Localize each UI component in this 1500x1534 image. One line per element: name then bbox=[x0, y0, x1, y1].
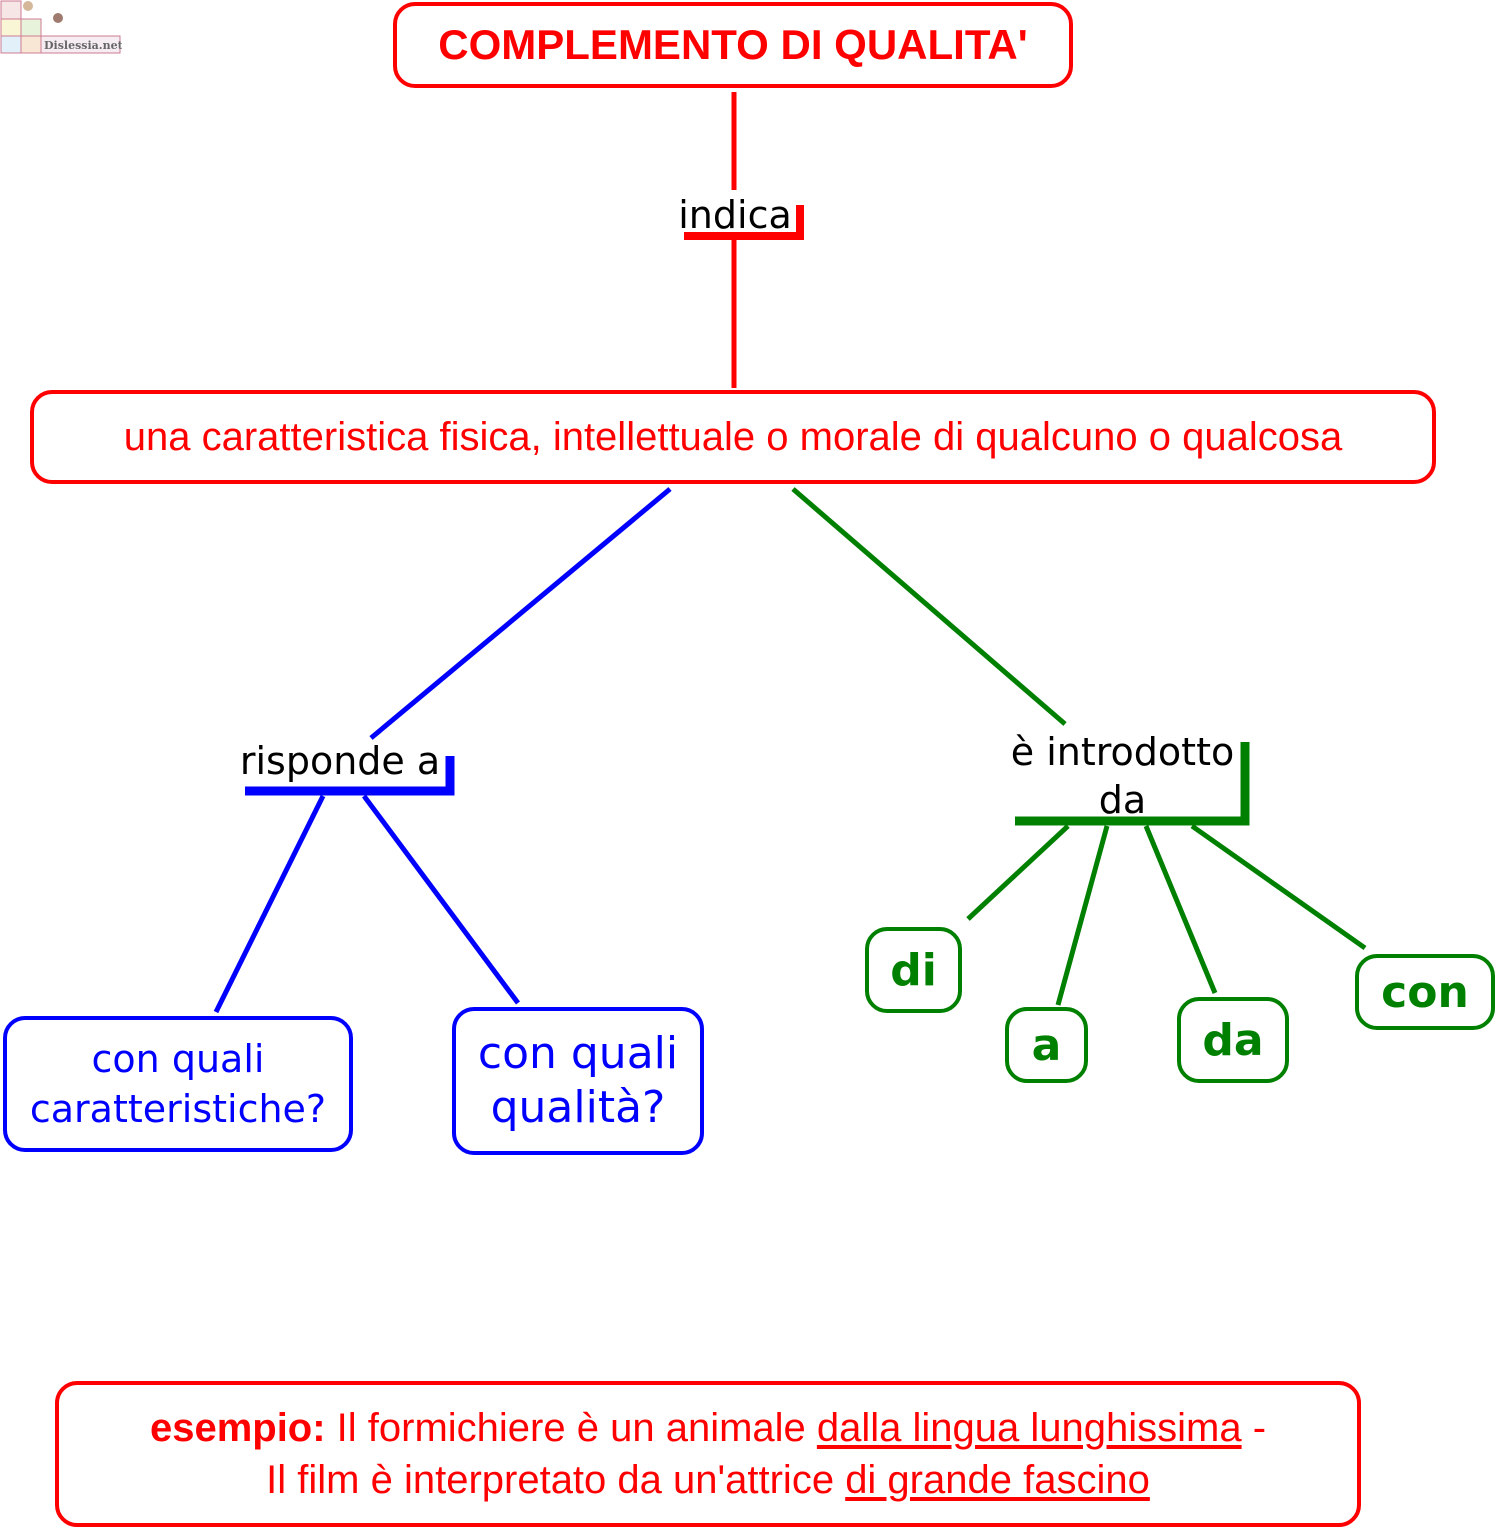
example-line-1: esempio: Il formichiere è un animale dal… bbox=[150, 1402, 1266, 1454]
question-box-characteristics: con quali caratteristiche? bbox=[3, 1016, 353, 1152]
title-text: COMPLEMENTO DI QUALITA' bbox=[438, 21, 1028, 68]
preposition-text: di bbox=[890, 944, 937, 996]
preposition-text: a bbox=[1031, 1019, 1062, 1071]
example-line-2: Il film è interpretato da un'attrice di … bbox=[266, 1454, 1150, 1506]
title-box: COMPLEMENTO DI QUALITA' bbox=[393, 2, 1073, 88]
preposition-box-da: da bbox=[1177, 997, 1289, 1083]
svg-text:Dislessia.net: Dislessia.net bbox=[44, 39, 122, 52]
connector-introdotto-di bbox=[966, 824, 1070, 921]
example-label: esempio: bbox=[149, 1406, 326, 1450]
connector-definition-introdotto bbox=[791, 487, 1067, 726]
introdotto-bracket bbox=[1015, 742, 1250, 826]
connector-risponde-q1 bbox=[213, 794, 326, 1014]
risponde-bracket bbox=[245, 756, 455, 796]
example-underlined: dalla lingua lunghissima bbox=[816, 1406, 1242, 1450]
connector-definition-risponde bbox=[369, 487, 672, 740]
example-text: Il film è interpretato da un'attrice bbox=[266, 1458, 846, 1502]
preposition-box-con: con bbox=[1355, 954, 1495, 1030]
preposition-box-di: di bbox=[865, 927, 962, 1013]
connector-introdotto-con bbox=[1190, 823, 1367, 951]
connector-introdotto-a bbox=[1055, 825, 1110, 1006]
question-text: con quali caratteristiche? bbox=[29, 1037, 327, 1131]
example-separator: - bbox=[1241, 1406, 1267, 1450]
preposition-box-a: a bbox=[1005, 1007, 1088, 1083]
preposition-text: con bbox=[1381, 966, 1469, 1018]
definition-box: una caratteristica fisica, intellettuale… bbox=[30, 390, 1436, 484]
connector-introdotto-da bbox=[1143, 825, 1218, 994]
indica-bracket bbox=[684, 205, 804, 240]
link-introdotto: è introdotto da bbox=[1010, 730, 1235, 822]
question-text: con quali qualità? bbox=[477, 1028, 679, 1133]
connector-risponde-q2 bbox=[361, 794, 521, 1005]
link-risponde: risponde a bbox=[239, 739, 441, 783]
preposition-text: da bbox=[1202, 1014, 1264, 1066]
definition-text: una caratteristica fisica, intellettuale… bbox=[123, 414, 1343, 459]
example-underlined: di grande fascino bbox=[845, 1458, 1150, 1502]
link-indica: indica bbox=[678, 193, 792, 237]
logo: Dislessia.net bbox=[0, 0, 124, 56]
example-box: esempio: Il formichiere è un animale dal… bbox=[55, 1381, 1361, 1527]
example-text: Il formichiere è un animale bbox=[325, 1406, 817, 1450]
question-box-qualities: con quali qualità? bbox=[452, 1007, 704, 1155]
